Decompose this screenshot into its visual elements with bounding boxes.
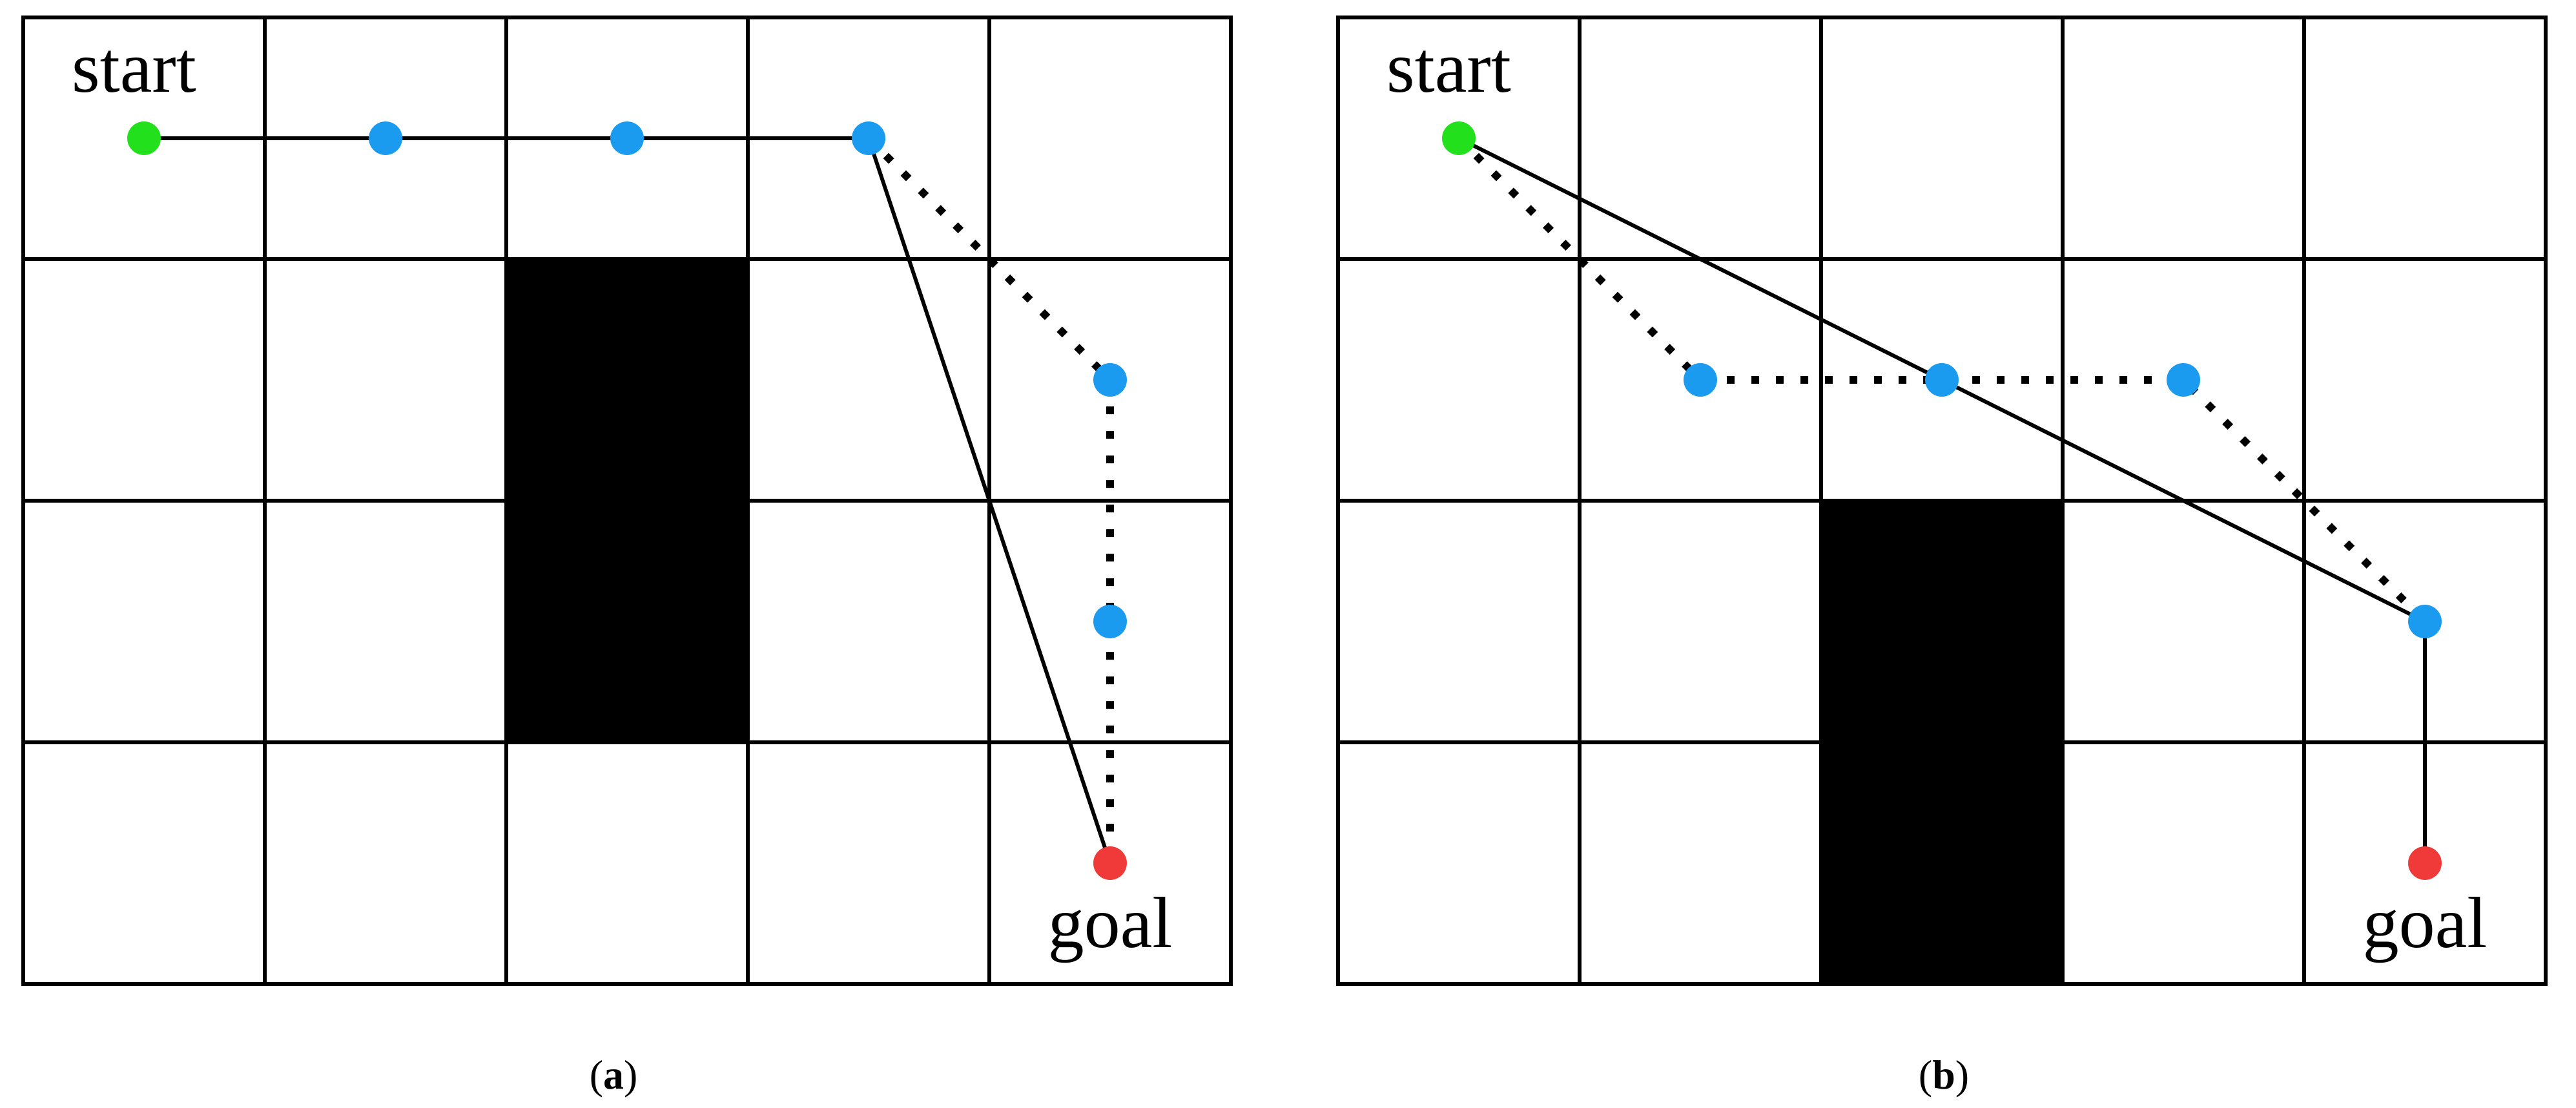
waypoint-node	[2167, 363, 2200, 397]
panel-b: start goal	[1336, 16, 2548, 986]
panel-a: start goal	[21, 16, 1233, 986]
waypoint-node	[369, 121, 402, 155]
start-label: start	[1386, 28, 1511, 108]
start-label: start	[72, 28, 196, 108]
goal-node	[1093, 846, 1127, 880]
panel-a-caption: (a)	[590, 1052, 638, 1098]
start-node	[127, 121, 161, 155]
waypoint-nodes	[1684, 363, 2442, 638]
waypoint-node	[2408, 605, 2442, 638]
grid-lines	[21, 16, 1233, 986]
goal-node	[2408, 846, 2442, 880]
start-node	[1442, 121, 1476, 155]
panel-b-caption: (b)	[1919, 1052, 1969, 1098]
waypoint-node	[1093, 605, 1127, 638]
waypoint-node	[610, 121, 644, 155]
waypoint-node	[852, 121, 885, 155]
waypoint-node	[1925, 363, 1959, 397]
waypoint-node	[1093, 363, 1127, 397]
dotted-path	[1456, 135, 2428, 625]
goal-label: goal	[1048, 883, 1173, 963]
dotted-path-line	[1456, 135, 2428, 625]
goal-label: goal	[2363, 883, 2488, 963]
waypoint-nodes	[369, 121, 1127, 638]
waypoint-node	[1684, 363, 1717, 397]
grid-lines	[1336, 16, 2548, 986]
